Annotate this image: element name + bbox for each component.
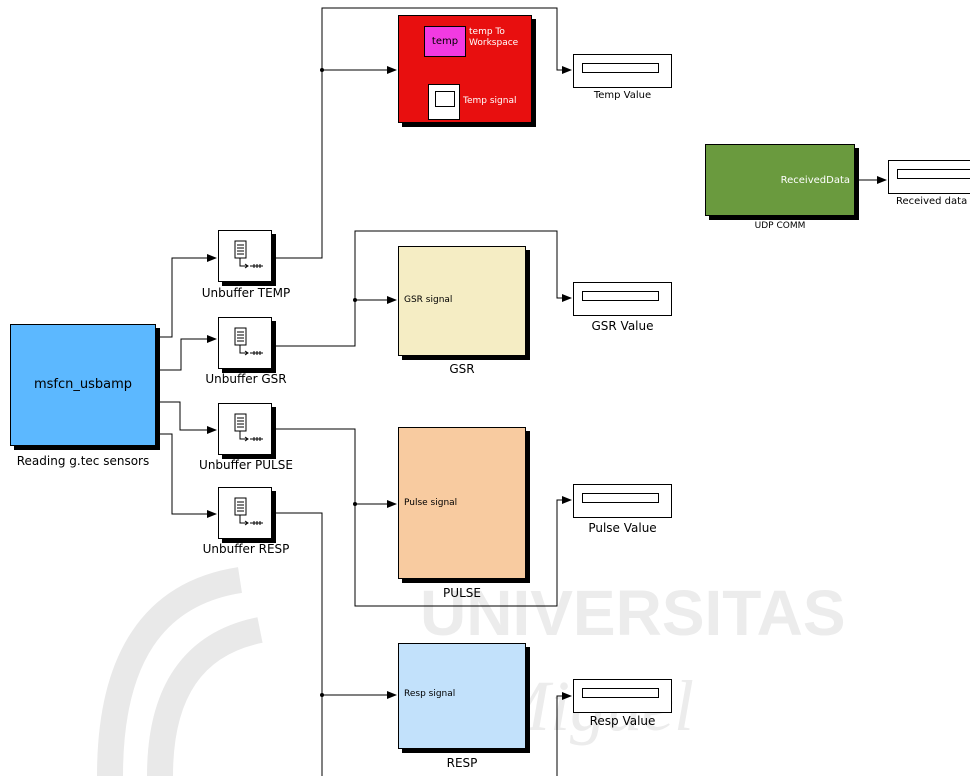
line-temp-main — [272, 7, 572, 259]
line-resp-display — [556, 692, 572, 776]
unbuffer-gsr-label: Unbuffer GSR — [205, 372, 287, 386]
line-source-gsr — [158, 335, 217, 371]
resp-value-display[interactable] — [573, 679, 672, 713]
unbuffer-pulse-block[interactable] — [218, 403, 272, 455]
udp-comm-label: UDP COMM — [754, 221, 806, 231]
unbuffer-icon — [234, 497, 263, 526]
gsr-value-label: GSR Value — [591, 319, 654, 333]
display-readout — [582, 63, 659, 73]
pulse-subsystem-block[interactable]: Pulse signal — [398, 427, 526, 579]
junction-pulse — [353, 502, 357, 506]
temp-value-display[interactable] — [573, 54, 672, 88]
display-readout — [897, 169, 970, 179]
usbamp-source-label: Reading g.tec sensors — [16, 454, 150, 468]
unbuffer-resp-block[interactable] — [218, 487, 272, 539]
received-data-label: Received data — [896, 196, 968, 207]
usbamp-source-block[interactable]: msfcn_usbamp — [10, 324, 156, 446]
received-data-display[interactable] — [888, 160, 970, 194]
usbamp-source-title: msfcn_usbamp — [33, 377, 133, 392]
scope-screen-icon — [435, 91, 455, 107]
junction-gsr — [353, 298, 357, 302]
unbuffer-icon — [234, 413, 263, 442]
resp-subsystem-label: RESP — [446, 756, 478, 770]
udp-comm-port: ReceivedData — [780, 175, 850, 186]
unbuffer-gsr-block[interactable] — [218, 317, 272, 369]
unbuffer-icon — [234, 240, 263, 269]
display-readout — [582, 493, 659, 503]
junction-resp — [320, 693, 324, 697]
unbuffer-temp-block[interactable] — [218, 230, 272, 282]
temp-to-workspace-block[interactable]: temp — [424, 26, 466, 57]
resp-subsystem-block[interactable]: Resp signal — [398, 643, 526, 749]
gsr-value-display[interactable] — [573, 282, 672, 316]
line-source-resp — [158, 433, 217, 518]
gsr-subsystem-port: GSR signal — [404, 295, 453, 305]
line-source-pulse — [158, 401, 217, 434]
temp-scope-label: Temp signal — [463, 96, 517, 106]
display-readout — [582, 291, 659, 301]
line-source-temp — [158, 254, 217, 338]
display-readout — [582, 688, 659, 698]
temp-to-workspace-label: temp To Workspace — [469, 27, 519, 48]
unbuffer-icon — [234, 327, 263, 356]
resp-value-label: Resp Value — [589, 714, 656, 728]
temp-value-label: Temp Value — [593, 90, 652, 101]
line-gsr-main — [272, 230, 572, 347]
pulse-subsystem-label: PULSE — [443, 586, 481, 600]
udp-comm-block[interactable]: ReceivedData — [705, 144, 855, 216]
pulse-value-label: Pulse Value — [588, 521, 657, 535]
pulse-value-display[interactable] — [573, 484, 672, 518]
temp-subsystem-block[interactable]: temp temp To Workspace Temp signal — [398, 15, 532, 123]
line-pulse-main — [272, 428, 572, 607]
unbuffer-resp-label: Unbuffer RESP — [202, 542, 290, 556]
junction-temp — [320, 68, 324, 72]
line-resp-main — [272, 512, 323, 776]
unbuffer-pulse-label: Unbuffer PULSE — [199, 458, 293, 472]
pulse-subsystem-port: Pulse signal — [404, 498, 458, 508]
unbuffer-temp-label: Unbuffer TEMP — [201, 286, 291, 300]
resp-subsystem-port: Resp signal — [404, 689, 456, 699]
gsr-subsystem-label: GSR — [449, 362, 475, 376]
temp-scope-block[interactable] — [428, 84, 460, 120]
gsr-subsystem-block[interactable]: GSR signal — [398, 246, 526, 356]
temp-to-workspace-var: temp — [431, 36, 459, 47]
